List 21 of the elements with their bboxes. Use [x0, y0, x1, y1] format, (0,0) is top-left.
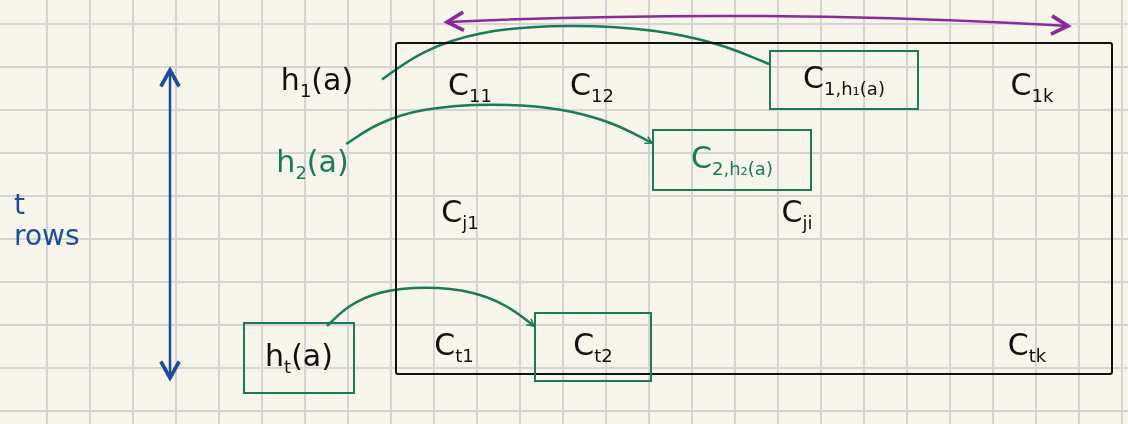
highlighted-cell	[652, 129, 812, 191]
cell-label: C$_{ji}$	[781, 195, 813, 233]
highlighted-cell	[243, 322, 355, 394]
highlighted-cell	[769, 50, 919, 110]
dimension-label: t rows	[14, 190, 81, 252]
hash-label: h$_{2}$(a)	[276, 145, 349, 183]
hash-label: h$_{1}$(a)	[280, 63, 354, 101]
cell-label: C$_{t1}$	[434, 327, 474, 366]
cell-label: C$_{tk}$	[1007, 327, 1047, 366]
cell-label: C$_{1k}$	[1010, 68, 1054, 106]
hash-label: h$_{t}$(a)	[265, 339, 333, 377]
cell-label: C$_{j1}$	[441, 195, 479, 233]
connector-line	[381, 24, 770, 81]
cell-label: C$_{12}$	[570, 68, 614, 106]
arrow	[326, 286, 535, 327]
cell-label: C$_{2,h₂(a)}$	[691, 141, 773, 179]
cell-label: C$_{11}$	[448, 68, 492, 106]
cell-label: C$_{t2}$	[573, 328, 613, 366]
arrow	[345, 103, 653, 146]
cell-label: C$_{1,h₁(a)}$	[803, 61, 885, 99]
highlighted-cell	[534, 312, 652, 382]
